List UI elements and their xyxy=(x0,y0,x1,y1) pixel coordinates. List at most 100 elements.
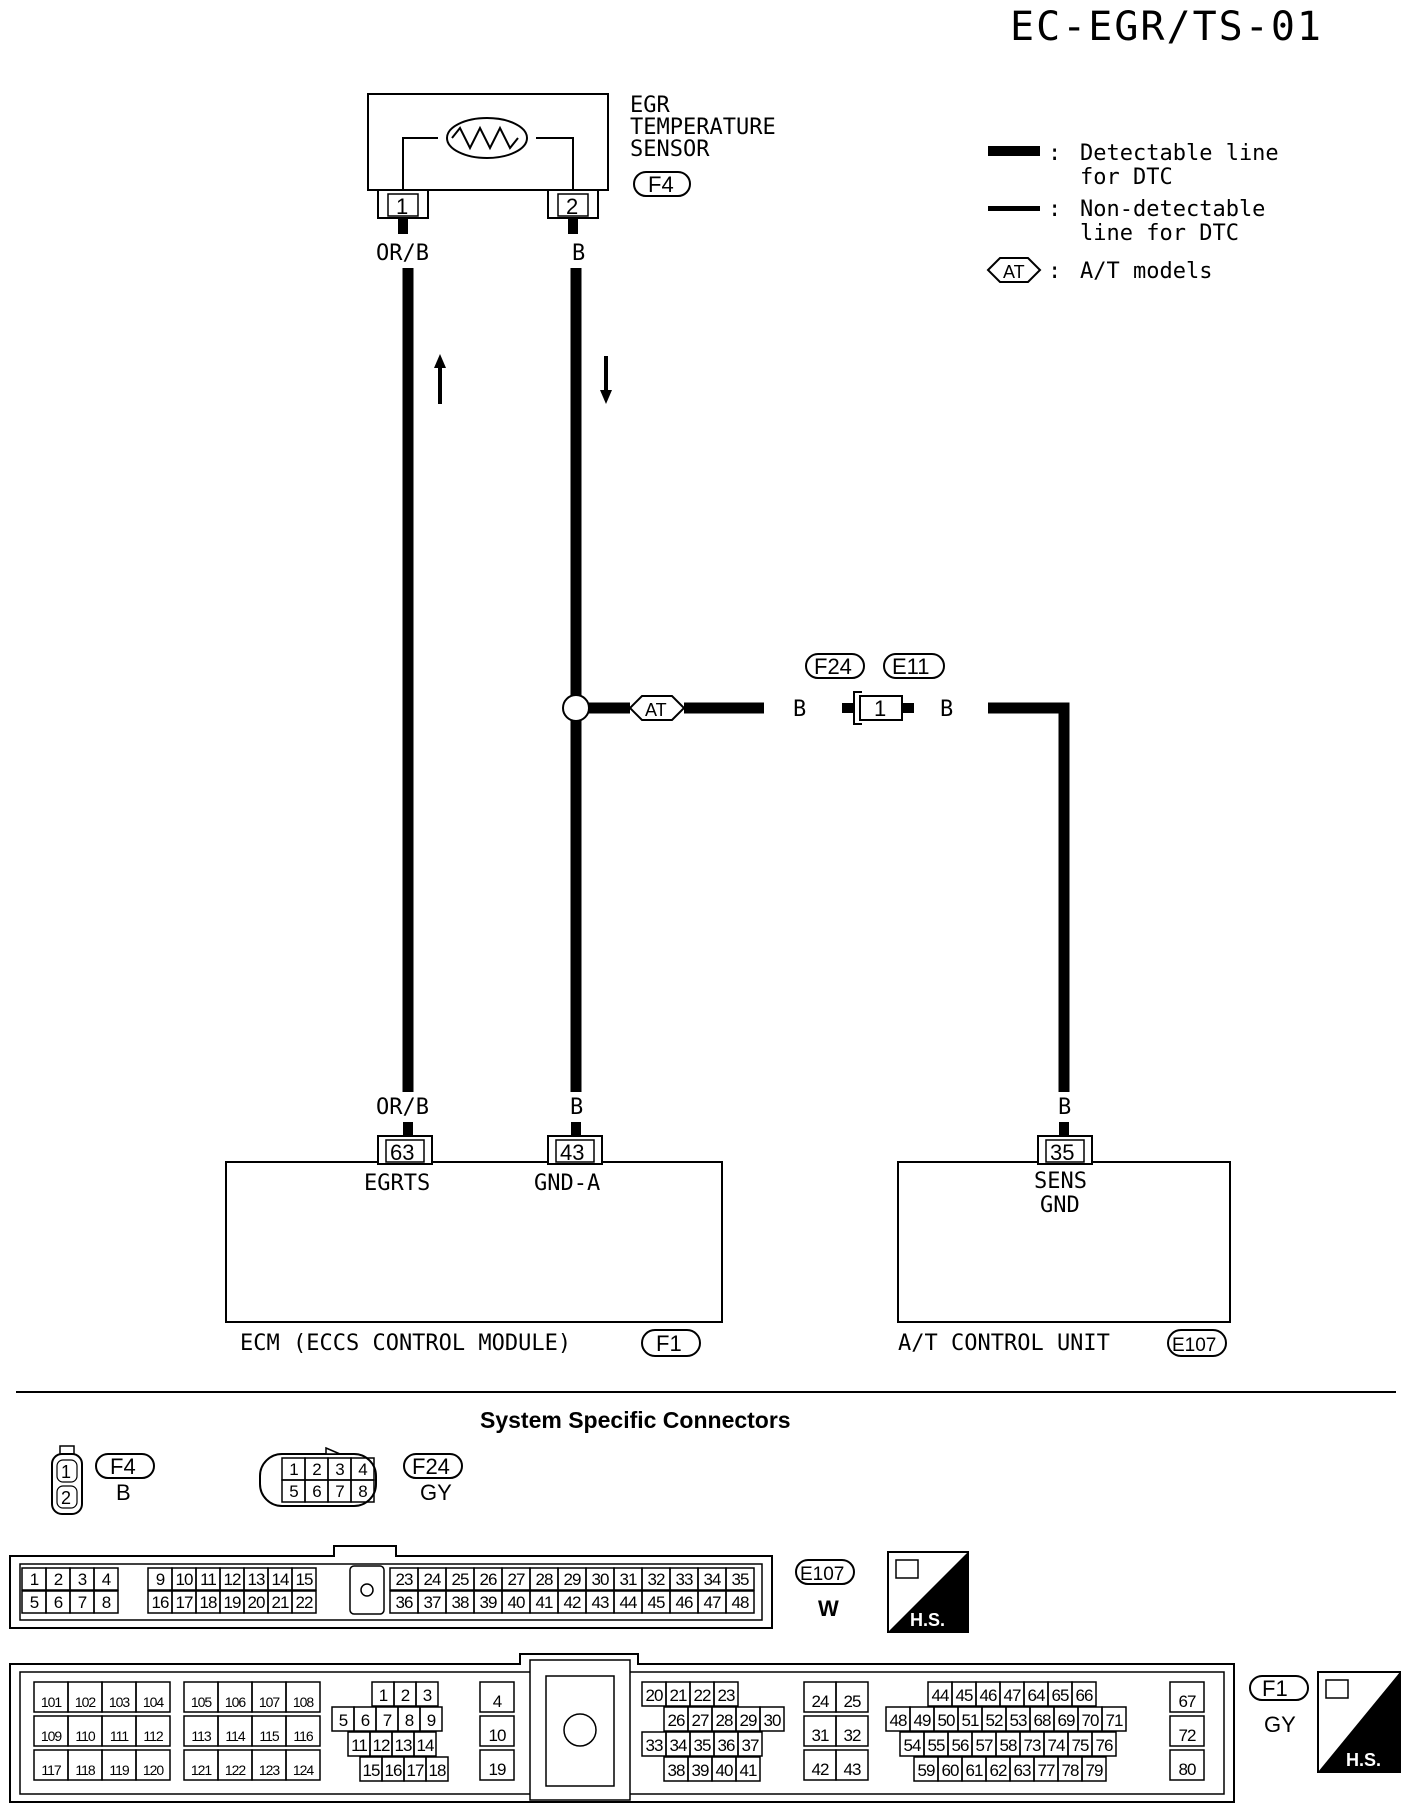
sensor-connector-tag xyxy=(633,171,691,197)
pin-number: 15 xyxy=(363,1761,380,1780)
arrow-up-icon xyxy=(434,354,446,404)
joint-connector-b: E11 xyxy=(892,654,930,679)
pin-number: 101 xyxy=(41,1694,63,1710)
pin-number: 124 xyxy=(293,1762,315,1778)
pin-number: 75 xyxy=(1072,1736,1089,1755)
pin-number: 7 xyxy=(335,1482,344,1501)
pin-cell xyxy=(93,1567,119,1591)
pin-number: 39 xyxy=(480,1593,497,1612)
f24-color: GY xyxy=(420,1480,452,1505)
pin-number: 44 xyxy=(620,1593,637,1612)
ecm-pin-43: 43 xyxy=(560,1140,584,1165)
pin-number: 9 xyxy=(427,1711,436,1730)
f4-pin-1: 1 xyxy=(61,1462,71,1482)
pin-number: 20 xyxy=(248,1593,265,1612)
f1-color: GY xyxy=(1264,1712,1296,1737)
pin-number: 121 xyxy=(191,1762,213,1778)
pin-number: 34 xyxy=(670,1736,687,1755)
pin-number: 7 xyxy=(78,1593,87,1612)
pin-number: 42 xyxy=(564,1593,581,1612)
pin-number: 62 xyxy=(990,1761,1007,1780)
f4-id: F4 xyxy=(110,1454,136,1479)
pin-number: 6 xyxy=(361,1711,370,1730)
pin-number: 53 xyxy=(1010,1711,1027,1730)
atcu-connector-id: E107 xyxy=(1172,1335,1216,1356)
pin-number: 35 xyxy=(694,1736,711,1755)
pin-number: 46 xyxy=(980,1686,997,1705)
pin-number: 102 xyxy=(75,1694,97,1710)
pin-number: 41 xyxy=(740,1761,757,1780)
pin-cell xyxy=(479,1749,515,1781)
pin-number: 20 xyxy=(646,1686,663,1705)
pin-number: 25 xyxy=(452,1570,469,1589)
pin-number: 113 xyxy=(191,1728,212,1744)
pin-cell xyxy=(413,1731,437,1757)
pin-number: 28 xyxy=(716,1711,733,1730)
pin-number: 107 xyxy=(259,1694,281,1710)
atcu-label-2: GND xyxy=(1040,1193,1080,1218)
pin-number: 50 xyxy=(938,1711,955,1730)
pin-number: 115 xyxy=(259,1728,280,1744)
pin-cell xyxy=(713,1681,739,1707)
wire-label-b-left: B xyxy=(793,697,806,722)
pin-number: 116 xyxy=(293,1728,314,1744)
pin-number: 58 xyxy=(1000,1736,1017,1755)
pin-number: 120 xyxy=(143,1762,165,1778)
pin-cell xyxy=(1091,1731,1117,1757)
pin-cell xyxy=(135,1681,171,1713)
pin-number: 73 xyxy=(1024,1736,1041,1755)
connector-f4: 1 2 F4 B xyxy=(51,1445,155,1515)
ecm-module: 63 43 EGRTS GND-A ECM (ECCS CONTROL MODU… xyxy=(225,1135,723,1357)
pin-number: 3 xyxy=(78,1570,87,1589)
pin-number: 48 xyxy=(732,1593,749,1612)
legend-thin-line xyxy=(988,206,1040,211)
pin-number: 43 xyxy=(844,1760,861,1779)
pin-number: 19 xyxy=(224,1593,241,1612)
pin-number: 78 xyxy=(1062,1761,1079,1780)
joint-connector-a: F24 xyxy=(814,654,852,679)
pin-cell xyxy=(135,1749,171,1781)
pin-number: 2 xyxy=(401,1686,410,1705)
sensor-name-line-2: TEMPERATURE xyxy=(630,115,776,140)
pin-number: 24 xyxy=(812,1692,829,1711)
pin-cell xyxy=(135,1715,171,1747)
hs-icon: H.S. xyxy=(1317,1671,1401,1773)
f1-hs: H.S. xyxy=(1346,1750,1381,1770)
legend-at-text: A/T models xyxy=(1080,259,1212,284)
pin-number: 32 xyxy=(844,1726,861,1745)
legend-detectable-2: for DTC xyxy=(1080,165,1173,190)
pin-number: 10 xyxy=(176,1570,193,1589)
pin-number: 4 xyxy=(358,1460,367,1479)
pin-cell xyxy=(1101,1706,1127,1732)
wire-label-b-bottom: B xyxy=(570,1095,583,1120)
pin-number: 71 xyxy=(1106,1711,1123,1730)
pin-number: 8 xyxy=(358,1482,367,1501)
ecm-name: ECM (ECCS CONTROL MODULE) xyxy=(240,1331,571,1356)
pin-number: 55 xyxy=(928,1736,945,1755)
pin-number: 11 xyxy=(351,1736,367,1755)
legend-nondetectable-1: Non-detectable xyxy=(1080,197,1265,222)
pin-number: 109 xyxy=(41,1728,63,1744)
pin-number: 22 xyxy=(694,1686,711,1705)
pin-cell xyxy=(419,1706,443,1732)
pin-number: 12 xyxy=(224,1570,241,1589)
joint-pin: 1 xyxy=(874,696,886,721)
pin-number: 51 xyxy=(962,1711,979,1730)
pin-cell xyxy=(285,1681,321,1713)
atcu-label-1: SENS xyxy=(1034,1169,1087,1194)
pin-number: 59 xyxy=(918,1761,935,1780)
pin-cell xyxy=(291,1567,317,1591)
wire-label-orb-top: OR/B xyxy=(376,241,429,266)
resistor-icon xyxy=(446,117,528,159)
hs-icon: H.S. xyxy=(887,1551,969,1633)
pin-number: 56 xyxy=(952,1736,969,1755)
f4-pin-2: 2 xyxy=(61,1488,71,1508)
pin-number: 40 xyxy=(508,1593,525,1612)
pin-cell xyxy=(1071,1681,1097,1707)
f24-id: F24 xyxy=(412,1454,450,1479)
arrow-down-icon xyxy=(600,356,612,404)
pin-number: 4 xyxy=(493,1692,502,1711)
e107-id: E107 xyxy=(800,1564,844,1585)
